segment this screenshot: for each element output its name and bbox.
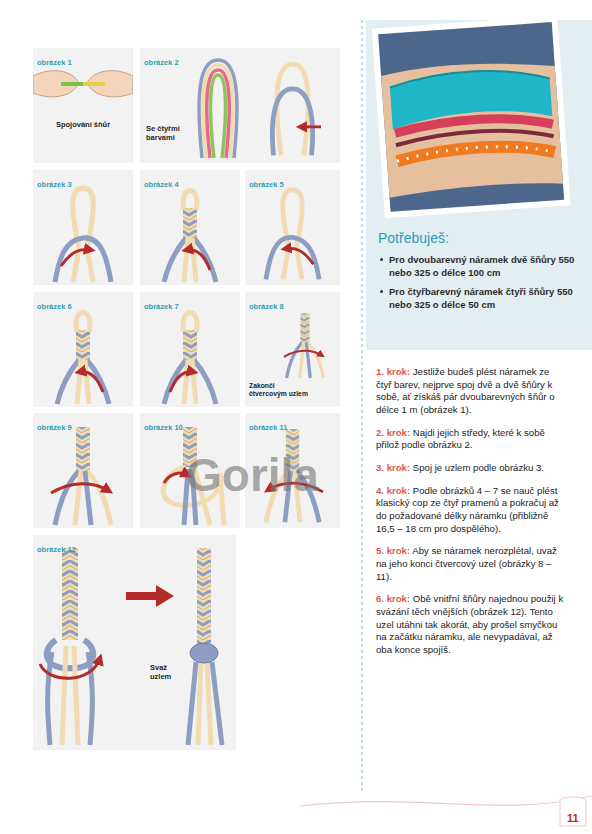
figure-panel: obrázek 3 bbox=[33, 170, 133, 285]
figure-caption: Se čtyřmi barvami bbox=[146, 124, 190, 142]
caption-box: Svaž uzlem bbox=[150, 663, 184, 681]
figure-panel: obrázek 7 bbox=[140, 292, 240, 407]
caption-box: Spojování šňůr bbox=[41, 120, 125, 129]
figure-panel: obrázek 4 bbox=[140, 170, 240, 285]
bullet-row: Pro dvoubarevný náramek dvě šňůry 550 ne… bbox=[378, 253, 580, 279]
figure-title-box: obrázek 4 bbox=[144, 173, 179, 191]
figure-caption: Spojování šňůr bbox=[41, 120, 125, 129]
figure-title: obrázek 12 bbox=[37, 545, 76, 554]
bullet-text: Pro dvoubarevný náramek dvě šňůry 550 ne… bbox=[389, 253, 580, 279]
step-number: 5. krok: bbox=[376, 545, 410, 556]
figure-title-box: obrázek 11 bbox=[249, 416, 287, 434]
step-text: 6. krok: Obě vnitřní šňůry najednou použ… bbox=[376, 593, 564, 656]
figure-title-box: obrázek 3 bbox=[37, 173, 72, 191]
figure-title: obrázek 1 bbox=[37, 58, 72, 67]
figure-title-box: obrázek 12 bbox=[37, 538, 76, 556]
figure-title: obrázek 7 bbox=[144, 302, 179, 311]
caption-box: Zakonči čtvercovým uzlem bbox=[249, 382, 309, 398]
step-number: 6. krok: bbox=[376, 593, 410, 604]
step-body: Spoj je uzlem podle obrázku 3. bbox=[413, 462, 544, 473]
steps-column: 1. krok: Jestliže budeš plést náramek ze… bbox=[376, 366, 564, 666]
figure-panel: obrázek 6 bbox=[33, 292, 133, 407]
figure-caption: Svaž uzlem bbox=[150, 663, 184, 681]
page-number: 11 bbox=[567, 812, 579, 824]
watermark: Gorila bbox=[186, 449, 319, 501]
step-number: 3. krok: bbox=[376, 462, 410, 473]
step-text: 2. krok: Najdi jejich středy, které k so… bbox=[376, 427, 564, 452]
figure-title: obrázek 2 bbox=[144, 58, 179, 67]
step-number: 4. krok: bbox=[376, 485, 410, 496]
figure-title: obrázek 11 bbox=[249, 423, 287, 432]
caption-box: Se čtyřmi barvami bbox=[146, 124, 190, 142]
figure-title: obrázek 6 bbox=[37, 302, 72, 311]
figure-caption: Zakonči čtvercovým uzlem bbox=[249, 382, 309, 398]
step-text: 4. krok: Podle obrázků 4 – 7 se nauč plé… bbox=[376, 485, 564, 536]
bullet-row: Pro čtyřbarevný náramek čtyři šňůry 550 … bbox=[378, 285, 580, 311]
figure-title-box: obrázek 9 bbox=[37, 416, 72, 434]
figure-panel: obrázek 5 bbox=[245, 170, 340, 285]
figure-panel: obrázek 1 Spojování šňůr bbox=[33, 48, 133, 163]
figure-panel: obrázek 8 Zakonči čtvercovým uzlem bbox=[245, 292, 340, 407]
step-text: 3. krok: Spoj je uzlem podle obrázku 3. bbox=[376, 462, 564, 475]
bullet-dot bbox=[380, 290, 383, 293]
figure-title-box: obrázek 5 bbox=[249, 173, 284, 191]
figure-panel: obrázek 12 Svaž uzlem bbox=[33, 535, 236, 750]
info-band: Potřebuješ: Pro dvoubarevný náramek dvě š… bbox=[378, 230, 580, 317]
figure-title: obrázek 5 bbox=[249, 180, 284, 189]
figure-title: obrázek 8 bbox=[249, 302, 284, 311]
watermark-box: Gorila bbox=[186, 452, 319, 498]
step-text: 5. krok: Aby se náramek nerozplétal, uva… bbox=[376, 545, 564, 583]
figure-panel: obrázek 9 bbox=[33, 413, 133, 528]
figure-panel: obrázek 2 Se čtyřmi barvami bbox=[140, 48, 340, 163]
figure-title-box: obrázek 1 bbox=[37, 51, 72, 69]
figure-title-box: obrázek 10 bbox=[144, 416, 183, 434]
section-heading: Potřebuješ: bbox=[378, 230, 580, 247]
figure-title: obrázek 10 bbox=[144, 423, 183, 432]
step-number: 1. krok: bbox=[376, 366, 410, 377]
figure-title: obrázek 3 bbox=[37, 180, 72, 189]
figure-title: obrázek 4 bbox=[144, 180, 179, 189]
figure-title-box: obrázek 7 bbox=[144, 295, 179, 313]
page-number-box: 11 bbox=[567, 808, 579, 826]
bullet-dot bbox=[380, 258, 383, 261]
figure-title-box: obrázek 2 bbox=[144, 51, 179, 69]
step-text: 1. krok: Jestliže budeš plést náramek ze… bbox=[376, 366, 564, 417]
step-number: 2. krok: bbox=[376, 427, 410, 438]
figure-title-box: obrázek 8 bbox=[249, 295, 284, 313]
figure-title-box: obrázek 6 bbox=[37, 295, 72, 313]
figure-title: obrázek 9 bbox=[37, 423, 72, 432]
bullet-text: Pro čtyřbarevný náramek čtyři šňůry 550 … bbox=[389, 285, 580, 311]
